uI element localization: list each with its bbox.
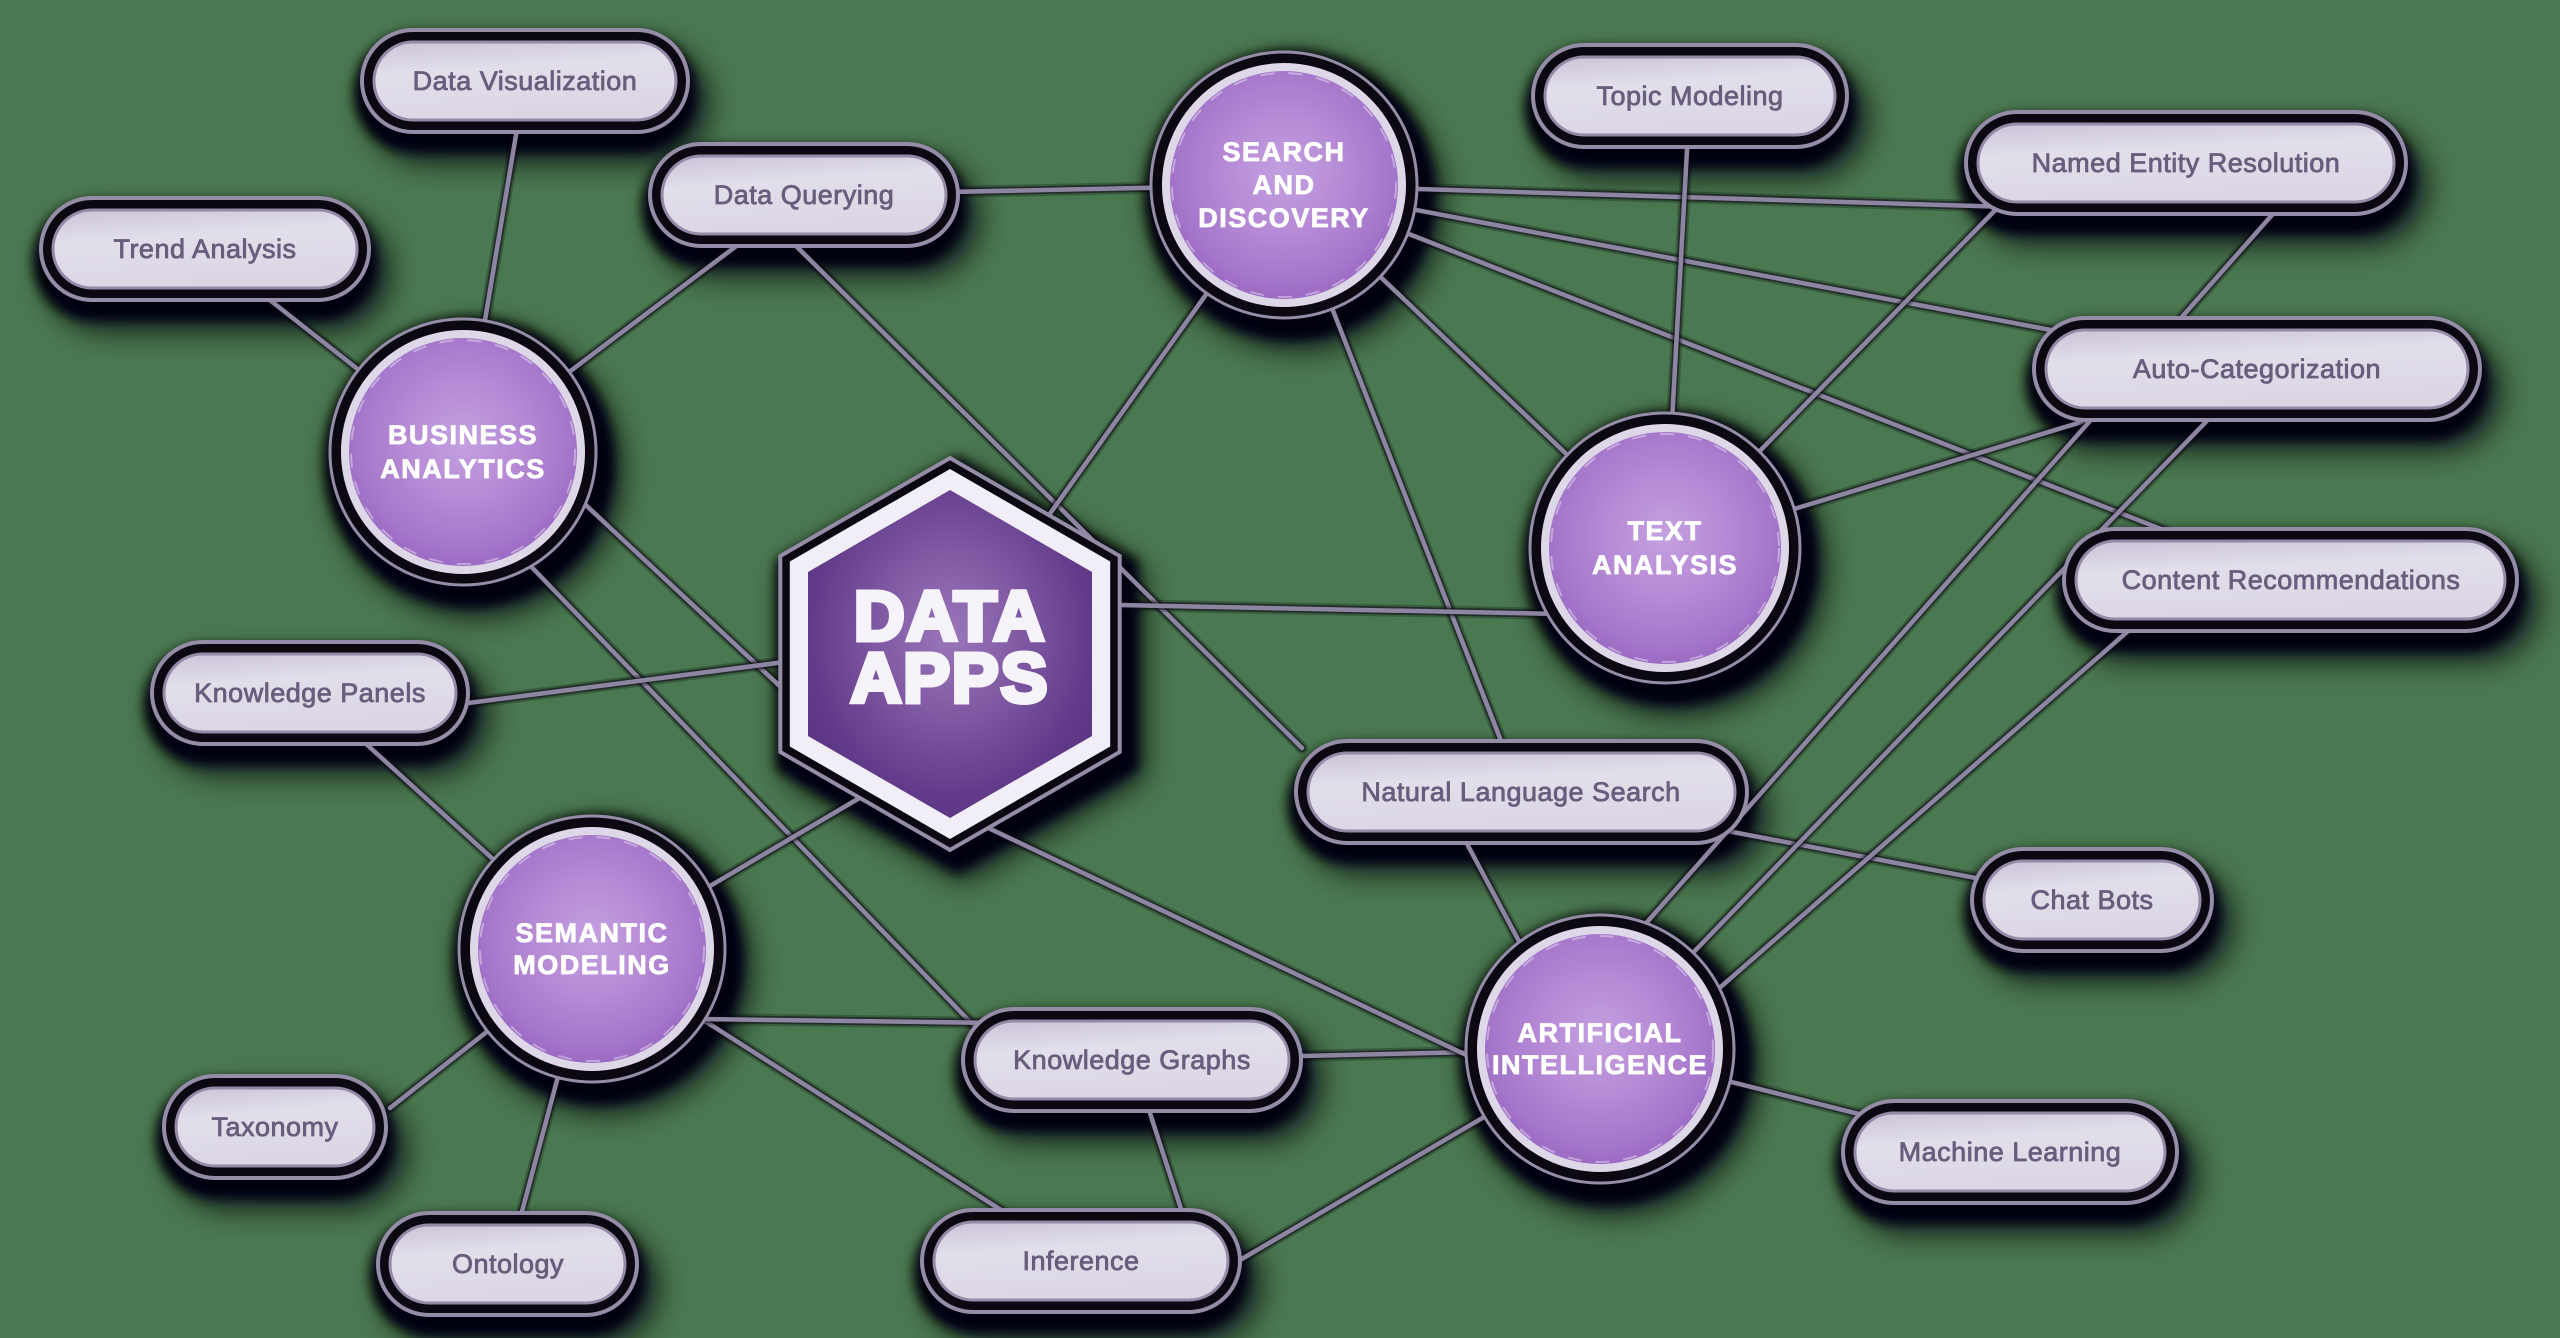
svg-text:ANALYSIS: ANALYSIS (1592, 550, 1738, 580)
svg-text:Data Visualization: Data Visualization (413, 66, 638, 96)
svg-text:Ontology: Ontology (452, 1249, 564, 1279)
svg-text:Auto-Categorization: Auto-Categorization (2133, 354, 2381, 384)
svg-text:MODELING: MODELING (513, 950, 671, 980)
svg-text:Topic Modeling: Topic Modeling (1596, 81, 1783, 111)
svg-text:INTELLIGENCE: INTELLIGENCE (1492, 1050, 1708, 1080)
svg-text:Content Recommendations: Content Recommendations (2122, 565, 2461, 595)
svg-text:ARTIFICIAL: ARTIFICIAL (1518, 1018, 1683, 1048)
svg-text:Machine Learning: Machine Learning (1899, 1137, 2122, 1167)
svg-text:Chat Bots: Chat Bots (2030, 885, 2153, 915)
svg-text:Natural Language Search: Natural Language Search (1361, 777, 1680, 807)
svg-text:APPS: APPS (851, 639, 1050, 717)
svg-text:TEXT: TEXT (1627, 516, 1702, 546)
svg-text:Named Entity Resolution: Named Entity Resolution (2032, 148, 2341, 178)
svg-text:AND: AND (1253, 170, 1316, 200)
svg-text:Taxonomy: Taxonomy (211, 1112, 338, 1142)
svg-text:Data Querying: Data Querying (714, 180, 895, 210)
svg-text:Trend Analysis: Trend Analysis (113, 234, 296, 264)
svg-text:SEMANTIC: SEMANTIC (516, 918, 669, 948)
svg-text:Inference: Inference (1022, 1246, 1139, 1276)
svg-text:Knowledge Graphs: Knowledge Graphs (1013, 1045, 1251, 1075)
svg-text:DATA: DATA (854, 577, 1046, 655)
svg-text:Knowledge Panels: Knowledge Panels (194, 678, 426, 708)
svg-text:ANALYTICS: ANALYTICS (380, 454, 546, 484)
svg-text:DISCOVERY: DISCOVERY (1198, 203, 1370, 233)
svg-text:BUSINESS: BUSINESS (388, 420, 538, 450)
svg-text:SEARCH: SEARCH (1222, 137, 1345, 167)
